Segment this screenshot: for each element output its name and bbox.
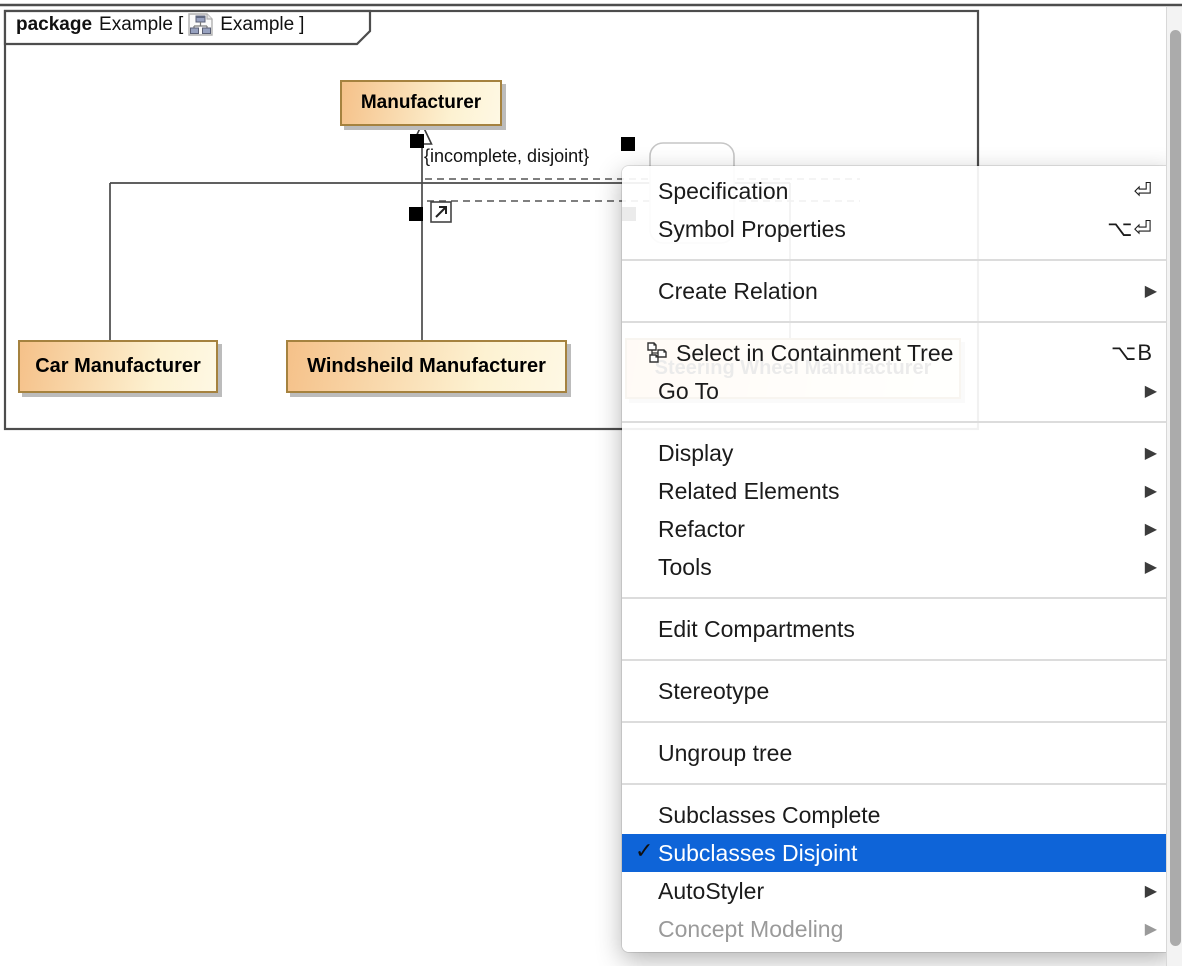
checkmark-icon: ✓ [635,838,654,863]
menu-separator [622,321,1175,323]
menu-item-subclasses-disjoint[interactable]: ✓ Subclasses Disjoint [622,834,1175,872]
class-name: Car Manufacturer [35,355,201,377]
submenu-arrow-icon: ▶ [1144,559,1157,576]
containment-tree-icon [646,341,669,365]
menu-item-create-relation[interactable]: Create Relation ▶ [658,277,1157,304]
frame-diagram-name: Example [220,13,295,35]
menu-item-concept-modeling: Concept Modeling ▶ [658,915,1157,942]
class-box-windsheild-manufacturer[interactable]: Windsheild Manufacturer [286,340,567,393]
shortcut-option-return-icon: ⌥⏎ [1107,216,1153,241]
submenu-arrow-icon: ▶ [1144,883,1157,900]
generalization-arrowhead [411,122,433,145]
frame-close-bracket: ] [299,13,305,35]
submenu-arrow-icon: ▶ [1144,383,1157,400]
menu-item-display[interactable]: Display ▶ [658,439,1157,466]
menu-item-stereotype[interactable]: Stereotype [658,677,770,704]
class-name: Manufacturer [360,92,482,113]
navigate-icon[interactable] [430,201,452,223]
frame-header[interactable]: package Example [ Example ] [16,13,305,36]
frame-kind-label: package [16,13,93,35]
submenu-arrow-icon: ▶ [1144,445,1157,462]
submenu-arrow-icon: ▶ [1144,521,1157,538]
menu-item-specification[interactable]: Specification ⏎ [658,177,1153,204]
selection-handle[interactable] [409,207,423,221]
frame-package-name: Example [99,13,173,35]
menu-separator [622,597,1175,599]
shortcut-return-icon: ⏎ [1133,178,1153,203]
menu-item-edit-compartments[interactable]: Edit Compartments [658,615,855,642]
class-box-manufacturer[interactable]: Manufacturer [340,80,502,126]
menu-separator [622,259,1175,261]
menu-item-refactor[interactable]: Refactor ▶ [658,515,1157,542]
context-menu: Specification ⏎ Symbol Properties ⌥⏎ Cre… [622,166,1175,952]
submenu-arrow-icon: ▶ [1144,283,1157,300]
selection-handle[interactable] [410,134,424,148]
menu-item-subclasses-complete[interactable]: Subclasses Complete [658,801,881,828]
menu-separator [622,783,1175,785]
vertical-scrollbar-track[interactable] [1166,7,1182,966]
generalization-set-label: {incomplete, disjoint} [424,146,590,166]
frame-open-bracket: [ [177,13,184,35]
menu-item-related-elements[interactable]: Related Elements ▶ [658,477,1157,504]
menu-item-go-to[interactable]: Go To ▶ [658,377,1157,404]
menu-item-select-in-containment-tree[interactable]: Select in Containment Tree ⌥B [622,334,1175,372]
menu-separator [622,659,1175,661]
menu-item-symbol-properties[interactable]: Symbol Properties ⌥⏎ [658,215,1153,242]
menu-item-ungroup-tree[interactable]: Ungroup tree [658,739,793,766]
menu-item-tools[interactable]: Tools ▶ [658,553,1157,580]
menu-separator [622,721,1175,723]
selection-handle[interactable] [621,137,635,151]
class-name: Windsheild Manufacturer [307,355,546,377]
submenu-arrow-icon: ▶ [1144,483,1157,500]
menu-separator [622,421,1175,423]
package-diagram-icon [188,13,213,36]
menu-item-autostyler[interactable]: AutoStyler ▶ [658,877,1157,904]
class-box-car-manufacturer[interactable]: Car Manufacturer [18,340,218,393]
submenu-arrow-icon: ▶ [1144,921,1157,938]
shortcut-option-b: ⌥B [1110,340,1153,365]
vertical-scrollbar-thumb[interactable] [1170,30,1181,946]
